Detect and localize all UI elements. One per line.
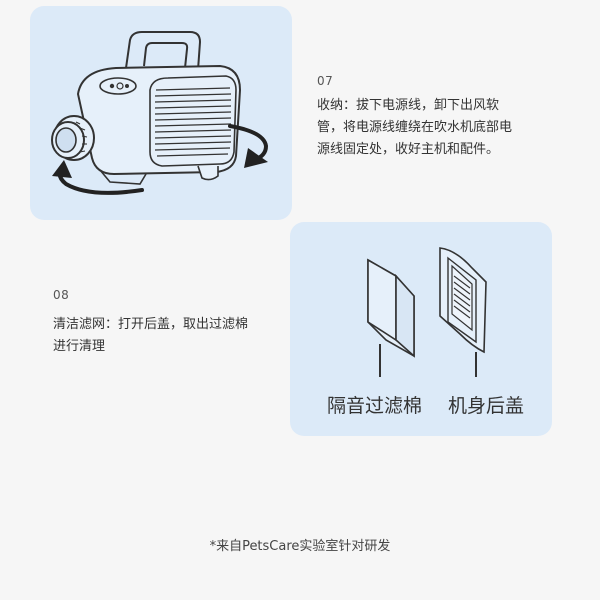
footnote: *来自PetsCare实验室针对研发 — [209, 539, 391, 554]
filter-label: 隔音过滤棉 — [327, 395, 423, 417]
step-number-07: 07 — [317, 74, 334, 88]
back-cover-label: 机身后盖 — [448, 395, 525, 417]
dryer-storage-illustration — [51, 31, 269, 195]
step-text-07: 收纳：拔下电源线，卸下出风软管，将电源线缠绕在吹水机底部电源线固定处，收好主机和… — [317, 98, 513, 157]
filter-illustration-card — [290, 222, 552, 436]
step-text-08: 清洁滤网：打开后盖，取出过滤棉进行清理 — [53, 317, 249, 354]
filter-cover-illustration — [367, 247, 487, 377]
storage-illustration-card — [30, 6, 292, 220]
step-number-08: 08 — [53, 288, 70, 302]
